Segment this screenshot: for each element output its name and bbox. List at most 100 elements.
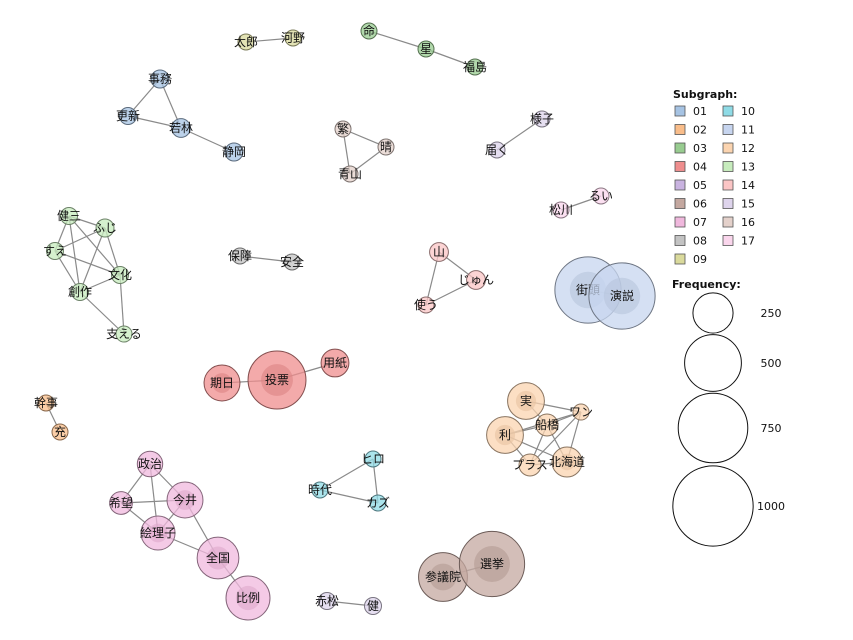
node-label: 文化 [108, 267, 132, 282]
node-label: 星 [420, 42, 432, 56]
legend-label: 15 [741, 198, 755, 211]
node-core [175, 490, 195, 510]
legend-frequency-value: 750 [761, 422, 782, 435]
legend-swatch [674, 161, 686, 172]
legend-item-08: 08 [674, 235, 707, 248]
node-label: 参議院 [425, 569, 461, 584]
node-kono: 河野 [281, 29, 305, 47]
node-label: 命 [363, 23, 375, 38]
node-shizuoka: 静岡 [222, 142, 246, 162]
node-circle [320, 348, 350, 378]
node-label: 安全 [280, 254, 304, 269]
legend-item-10: 10 [722, 105, 755, 118]
node-circle [45, 241, 65, 261]
node-label: 用紙 [323, 355, 347, 370]
node-label: 幹事 [34, 395, 58, 410]
legend-item-17: 17 [722, 235, 755, 248]
node-label: 利 [499, 428, 511, 442]
legend-frequency-value: 500 [761, 357, 782, 370]
node-fukushima: 福島 [463, 58, 487, 76]
node-label: 晴 [380, 140, 392, 154]
node-circle [429, 242, 449, 262]
legend-subgraph-title: Subgraph: [673, 88, 737, 101]
node-label: 投票 [265, 372, 289, 387]
node-yama: 山 [429, 242, 449, 262]
node-circle [231, 247, 249, 265]
legend-swatch [722, 142, 734, 154]
node-taro: 太郎 [234, 33, 258, 51]
edge-wan-purasu [529, 411, 582, 466]
edge-hiro-jidai [319, 458, 374, 491]
legend-item-15: 15 [722, 198, 755, 211]
node-jimu: 事務 [148, 69, 172, 89]
node-circle [488, 141, 506, 159]
node-circle [334, 120, 352, 138]
node-circle [95, 218, 115, 238]
node-core [474, 546, 510, 582]
node-kenji: 健三 [57, 206, 81, 226]
node-label: 希望 [109, 495, 133, 510]
node-label: 松川 [549, 203, 573, 217]
node-kazu: カズ [366, 494, 390, 512]
node-label: 全国 [206, 550, 230, 565]
node-label: 赤松 [315, 594, 339, 608]
node-wakabayashi: 若林 [169, 118, 193, 138]
legend-label: 04 [693, 161, 707, 174]
node-rui: るい [589, 187, 613, 205]
node-sangiin: 参議院 [418, 552, 468, 602]
node-circle [417, 40, 435, 58]
node-aoyama: 青山 [338, 165, 362, 183]
node-tsukau: 使う [414, 296, 438, 314]
node-label: 繁 [337, 121, 349, 136]
legend-item-09: 09 [674, 253, 707, 266]
node-sasaeru: 支える [106, 325, 142, 343]
node-label: ふじ [93, 221, 117, 235]
node-label: 山 [433, 245, 445, 259]
legend-label: 12 [741, 142, 755, 155]
legend-item-03: 03 [674, 142, 707, 155]
node-yosu: 様子 [530, 110, 554, 128]
node-hiro: ヒロ [361, 450, 385, 468]
legend-item-07: 07 [674, 216, 707, 229]
node-layer: 太郎河野命星福島事務更新若林静岡繁晴青山様子届く松川るい健三ふじすえ文化創作支え… [34, 22, 656, 621]
node-circle [552, 201, 570, 219]
legend-swatch [722, 124, 734, 135]
legend-swatch [722, 179, 734, 191]
node-label: 演説 [610, 288, 634, 303]
legend-item-12: 12 [722, 142, 755, 155]
node-circle [70, 282, 90, 302]
node-label: 選挙 [480, 557, 504, 571]
legend-label: 01 [693, 105, 707, 118]
node-circle [466, 270, 486, 290]
node-senkyo: 選挙 [458, 530, 526, 598]
node-circle [535, 413, 559, 437]
node-circle [118, 106, 138, 126]
node-eriko: 絵理子 [140, 515, 176, 551]
edge-jidai-kazu [319, 489, 379, 504]
node-circle [51, 423, 69, 441]
node-circle [369, 494, 387, 512]
node-label: 絵理子 [140, 525, 176, 540]
edge-inochi-hoshi [368, 30, 427, 50]
node-label: 期日 [210, 376, 234, 390]
node-label: るい [589, 189, 613, 203]
node-circle [237, 33, 255, 51]
node-circle [150, 69, 170, 89]
node-label: 時代 [308, 483, 332, 497]
node-ri: 利 [486, 416, 524, 454]
node-inochi: 命 [360, 22, 378, 40]
node-jidai: 時代 [308, 481, 332, 499]
legend-item-04: 04 [674, 161, 707, 174]
node-label: すえ [43, 244, 67, 258]
legend-label: 09 [693, 253, 707, 266]
legend-item-16: 16 [722, 216, 755, 229]
node-circle [115, 325, 133, 343]
legend-swatch [722, 216, 734, 228]
node-core [235, 585, 261, 611]
node-imai: 今井 [166, 481, 204, 519]
legend-frequency-title: Frequency: [672, 278, 741, 291]
node-label: 北海道 [549, 454, 585, 469]
legend-frequency-500: 500 [684, 334, 782, 392]
node-label: 船橋 [535, 418, 559, 432]
